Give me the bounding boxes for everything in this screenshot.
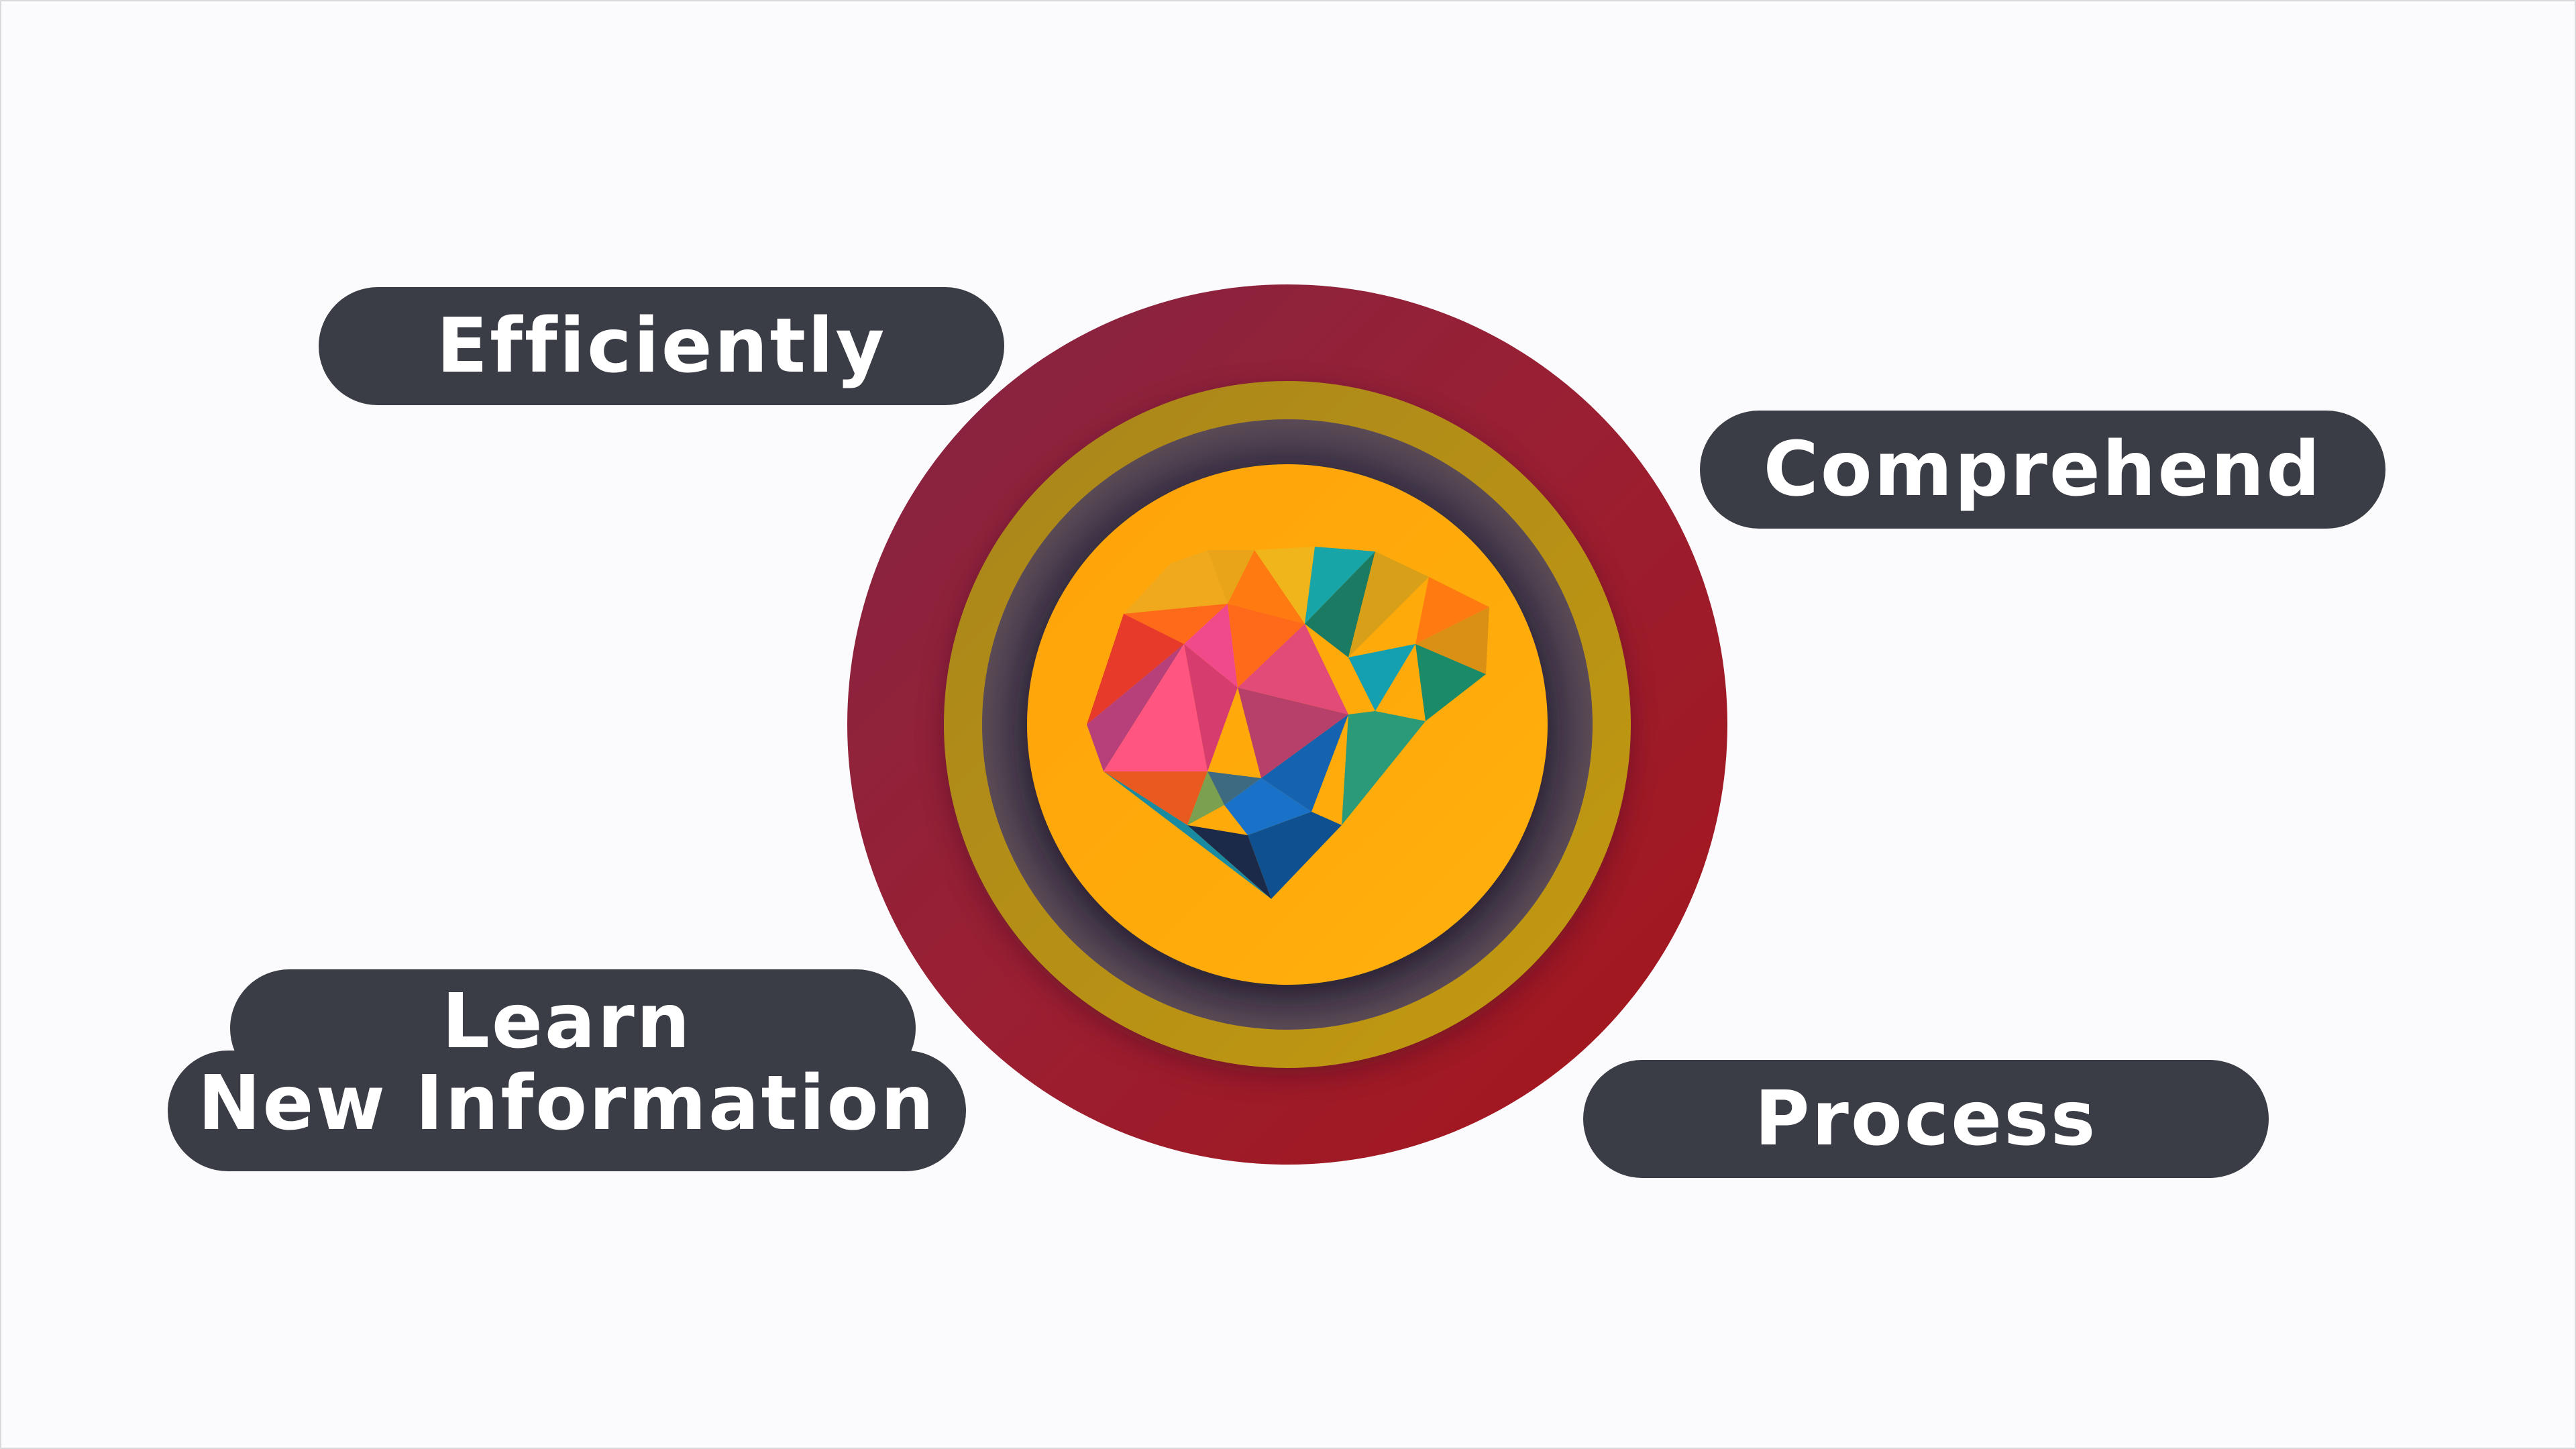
process-label-pill: Process <box>1583 1060 2269 1178</box>
learn-label-line1: Learn <box>441 978 692 1065</box>
polygon-brain-icon <box>1087 547 1489 899</box>
learn-new-information-label: Learn New Information <box>168 981 966 1144</box>
learn-label-pill-bottom <box>168 1051 966 1171</box>
efficiently-label: Efficiently <box>436 303 887 390</box>
comprehend-label: Comprehend <box>1763 426 2322 513</box>
process-label: Process <box>1754 1075 2098 1163</box>
learn-label-line2: New Information <box>197 1060 936 1147</box>
efficiently-label-pill: Efficiently <box>319 287 1004 405</box>
comprehend-label-pill: Comprehend <box>1700 411 2385 529</box>
